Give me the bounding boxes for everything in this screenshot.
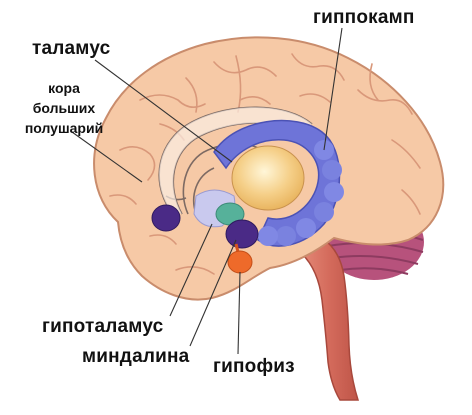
fornix-fill xyxy=(159,107,312,214)
thalamus xyxy=(231,145,305,211)
label-pituitary: гипофиз xyxy=(213,356,295,377)
label-thalamus: таламус xyxy=(32,38,111,59)
amygdala-left xyxy=(151,204,181,232)
pituitary-stalk xyxy=(234,243,240,253)
label-hippocampus: гиппокамп xyxy=(313,7,415,28)
label-cortex-line3: полушарий xyxy=(24,120,104,136)
label-cortex-line2: больших xyxy=(32,100,96,116)
leader-lines xyxy=(71,27,343,355)
label-cortex: кора больших полушарий xyxy=(10,78,118,138)
amygdala xyxy=(225,219,259,249)
label-hypothalamus: гипоталамус xyxy=(42,316,164,337)
label-cortex-line1: кора xyxy=(48,80,80,96)
pituitary xyxy=(227,250,253,274)
brainstem xyxy=(298,237,360,401)
hippocampus xyxy=(213,119,344,247)
label-amygdala: миндалина xyxy=(82,346,190,367)
